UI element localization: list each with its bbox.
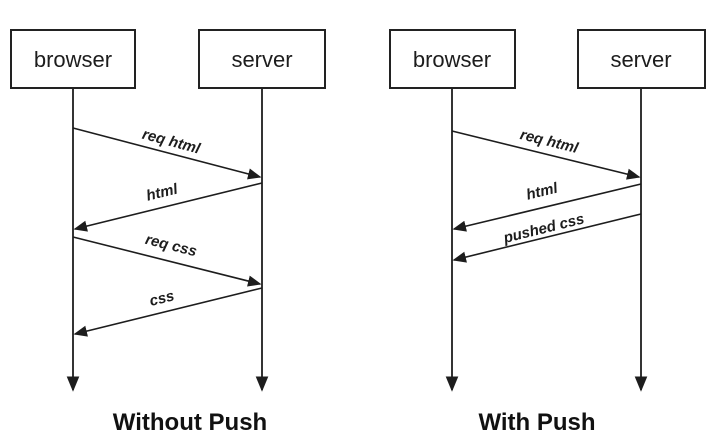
message-label-pushed-css: pushed css [501,210,586,247]
message-arrow-req-css [72,236,262,287]
message-arrow-pushed-css [452,213,642,263]
actor-box-browser [10,29,136,89]
panel-with-push: browser server req html html pushed css … [389,29,706,435]
actor-label-browser: browser [413,47,491,72]
panel-without-push: browser server req html html req css css… [10,29,326,435]
message-arrow-html [452,183,642,232]
message-label-req-html: req html [518,126,580,157]
actor-label-server: server [610,47,671,72]
panel-title-without-push: Without Push [113,409,267,435]
actor-box-browser [389,29,516,89]
message-arrow-html [73,182,263,232]
actor-box-server [198,29,326,89]
message-arrow-req-html [72,127,262,180]
message-label-html: html [145,180,181,204]
actor-label-server: server [231,47,292,72]
panel-title-with-push: With Push [478,409,595,435]
actor-label-browser: browser [34,47,112,72]
actor-box-server [577,29,706,89]
message-label-req-html: req html [140,126,202,158]
message-arrow-css [73,287,263,337]
message-label-html: html [525,179,561,203]
message-label-css: css [148,287,176,310]
message-label-req-css: req css [144,231,199,260]
message-arrow-req-html [451,130,641,180]
